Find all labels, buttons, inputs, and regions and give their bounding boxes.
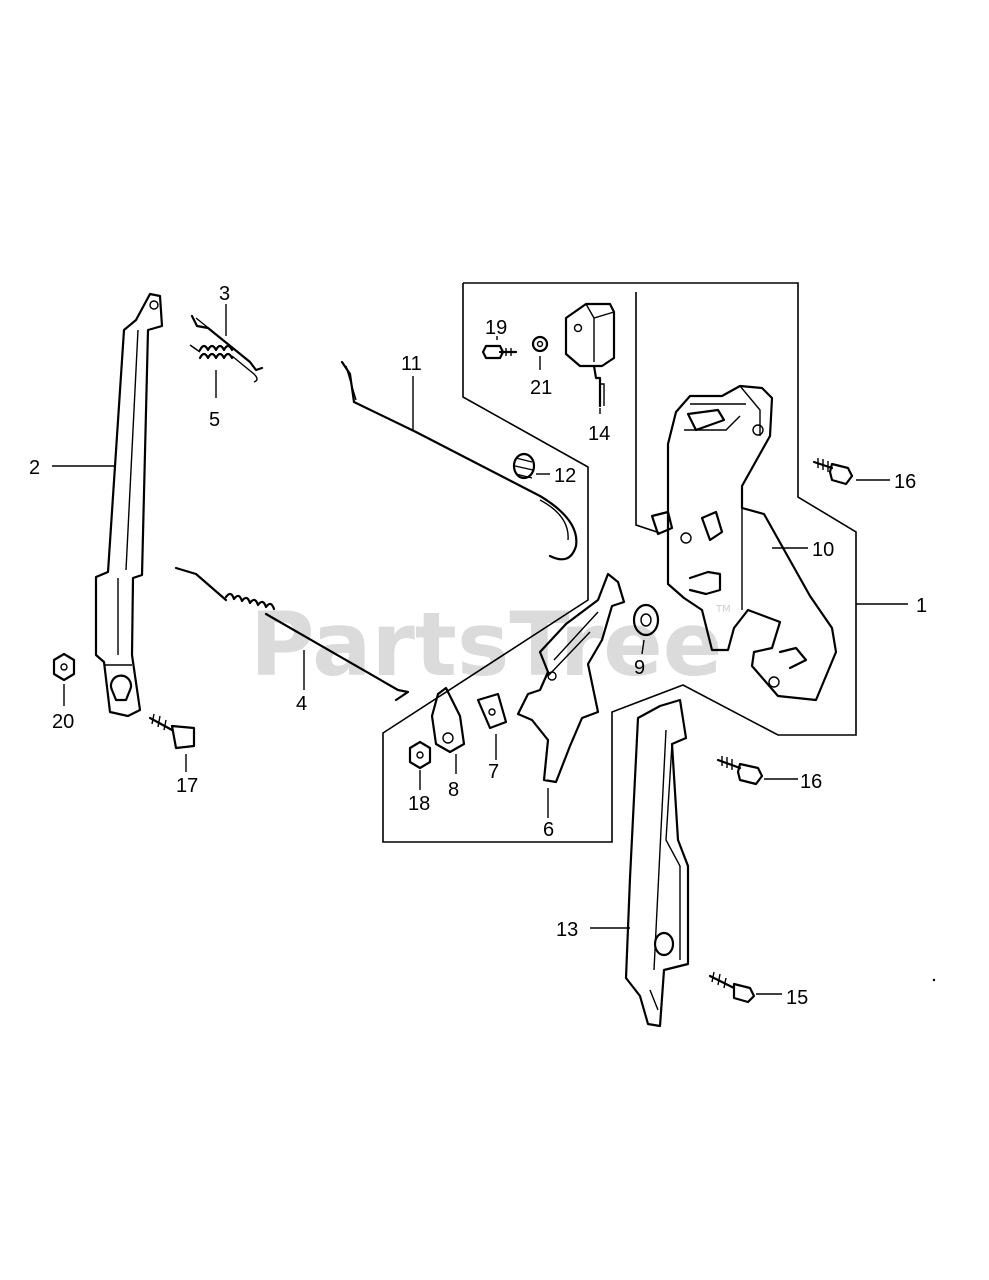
callout-1: 1	[916, 595, 927, 617]
group-box-14	[635, 292, 661, 534]
part-7-washer	[476, 692, 508, 730]
part-16-bolt-upper	[812, 458, 854, 486]
part-18-nut	[408, 740, 432, 770]
callout-3: 3	[219, 283, 230, 305]
callout-10: 10	[812, 539, 834, 561]
part-5-spring	[189, 344, 258, 383]
stray-dot	[932, 978, 936, 982]
callout-15: 15	[786, 987, 808, 1009]
callout-6: 6	[543, 819, 554, 841]
part-9-washer	[632, 603, 660, 637]
callout-14: 14	[588, 423, 610, 445]
part-4-rod	[174, 566, 410, 702]
part-14-switch	[564, 302, 616, 408]
callout-5: 5	[209, 409, 220, 431]
part-21-nut	[531, 335, 549, 353]
part-19-bolt	[481, 344, 518, 360]
part-2-lever	[94, 292, 164, 718]
callout-12: 12	[554, 465, 576, 487]
callout-7: 7	[488, 761, 499, 783]
callout-21: 21	[530, 377, 552, 399]
part-13-lever	[624, 698, 690, 1028]
watermark-trademark: TM	[715, 604, 731, 615]
part-20-nut	[52, 652, 76, 682]
callout-2: 2	[29, 457, 40, 479]
part-12-spring	[512, 452, 536, 480]
part-21-nut-hole	[536, 340, 544, 348]
callout-16-upper: 16	[894, 471, 916, 493]
leader-lines	[52, 304, 908, 995]
callout-18: 18	[408, 793, 430, 815]
callout-13: 13	[556, 919, 578, 941]
part-8-plate	[430, 686, 466, 754]
part-17-screw	[148, 713, 196, 750]
part-11-wire	[340, 360, 578, 561]
part-3-rod-edge	[195, 317, 249, 361]
callout-17: 17	[176, 775, 198, 797]
callout-19: 19	[485, 317, 507, 339]
part-15-screw	[708, 971, 756, 1004]
callout-11: 11	[401, 353, 422, 375]
callout-4: 4	[296, 693, 307, 715]
part-6-lever	[516, 572, 626, 784]
callout-8: 8	[448, 779, 459, 801]
callout-16-lower: 16	[800, 771, 822, 793]
part-16-bolt-lower	[716, 756, 764, 786]
callout-20: 20	[52, 711, 74, 733]
group-box-upper	[382, 282, 857, 843]
part-10-bracket	[650, 384, 838, 702]
callout-9: 9	[634, 657, 645, 679]
